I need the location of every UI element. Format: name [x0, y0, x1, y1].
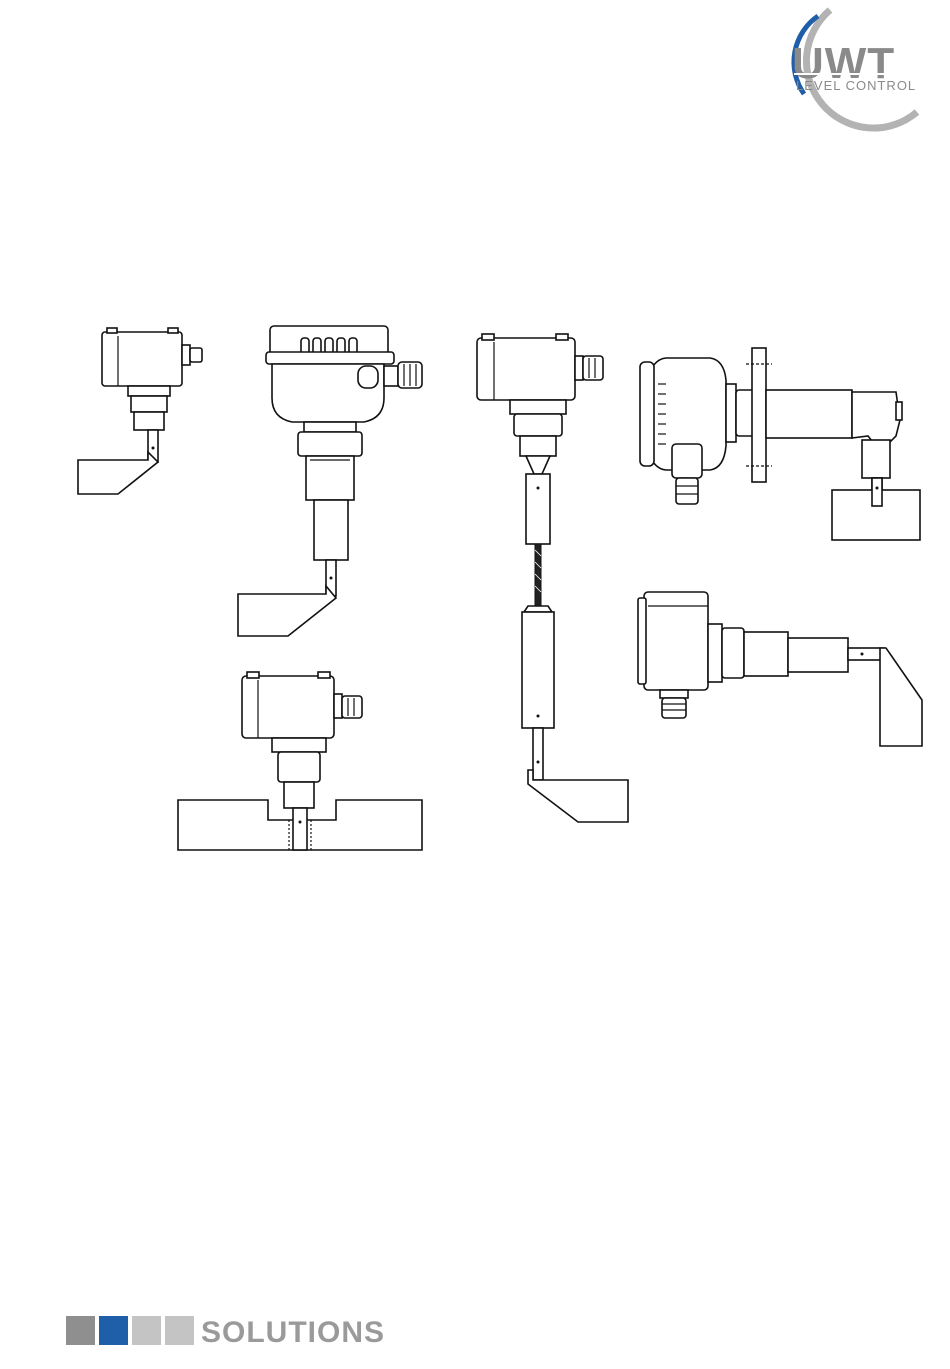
logo-sub-text: LEVEL CONTROL [796, 78, 916, 93]
footer-solutions: SOLUTIONS [66, 1316, 466, 1350]
product-drawings [0, 300, 950, 880]
footer-square-3 [132, 1316, 161, 1345]
rotary-paddle-cable-drawing [477, 334, 628, 822]
rotary-paddle-compact-drawing [78, 328, 202, 494]
rotary-paddle-mounted-drawing [178, 672, 422, 850]
footer-word: SOLUTIONS [201, 1318, 385, 1348]
rotary-paddle-extended-drawing [238, 326, 422, 636]
footer-square-2 [99, 1316, 128, 1345]
uwt-logo: UWT LEVEL CONTROL [752, 4, 942, 134]
footer-square-1 [66, 1316, 95, 1345]
rotary-paddle-flange-drawing [640, 348, 920, 540]
footer-square-4 [165, 1316, 194, 1345]
rotary-paddle-horizontal-drawing [638, 592, 922, 746]
